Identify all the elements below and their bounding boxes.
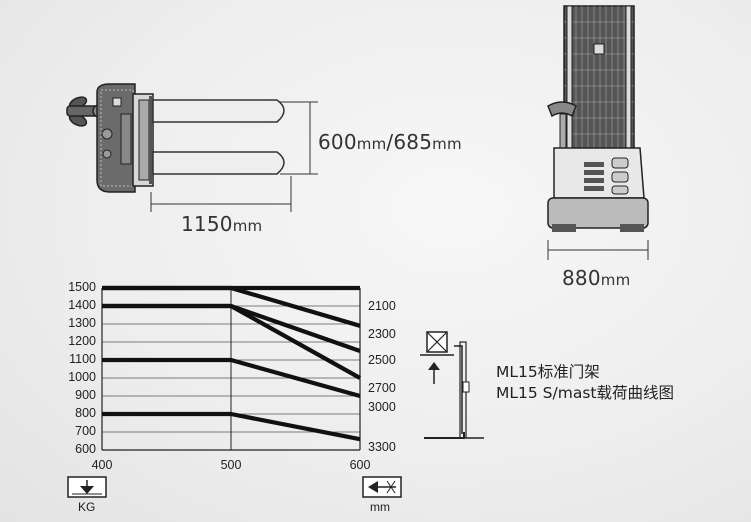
load-box-up-arrow-icon bbox=[420, 331, 484, 439]
y-tick-label: 600 bbox=[75, 442, 96, 456]
height-label: 2300 bbox=[368, 327, 396, 341]
series-line bbox=[102, 285, 361, 328]
x-tick-label: 600 bbox=[349, 458, 371, 472]
y-tick-label: 1500 bbox=[68, 280, 96, 294]
height-label: 2100 bbox=[368, 299, 396, 313]
series-line bbox=[102, 303, 362, 380]
weight-down-arrow-icon bbox=[67, 476, 107, 498]
load-chart bbox=[101, 285, 362, 451]
x-tick-label: 500 bbox=[220, 458, 242, 472]
height-label: 3300 bbox=[368, 440, 396, 454]
y-tick-label: 1400 bbox=[68, 298, 96, 312]
y-tick-label: 1100 bbox=[69, 352, 96, 366]
series-line bbox=[102, 411, 361, 442]
length-dimension-label: 1150mm bbox=[181, 212, 263, 236]
y-tick-label: 800 bbox=[75, 406, 96, 420]
chart-caption: ML15标准门架 ML15 S/mast载荷曲线图 bbox=[496, 362, 674, 404]
caption-line-2: ML15 S/mast载荷曲线图 bbox=[496, 384, 674, 402]
front-view-diagram bbox=[547, 5, 649, 260]
y-tick-label: 1200 bbox=[68, 334, 96, 348]
x-tick-label: 400 bbox=[91, 458, 113, 472]
y-tick-label: 1300 bbox=[68, 316, 96, 330]
distance-left-arrow-icon bbox=[362, 476, 402, 498]
unit-left-label: KG bbox=[78, 500, 96, 514]
caption-line-1: ML15标准门架 bbox=[496, 363, 600, 381]
top-view-diagram bbox=[66, 83, 305, 212]
unit-right-label: mm bbox=[370, 500, 390, 514]
chart-series bbox=[102, 285, 362, 442]
width-dimension-line bbox=[302, 101, 318, 175]
y-tick-label: 1000 bbox=[68, 370, 96, 384]
width-dimension-label: 600mm/685mm bbox=[318, 130, 462, 154]
height-label: 2500 bbox=[368, 353, 396, 367]
front-width-dimension-label: 880mm bbox=[562, 266, 631, 290]
y-tick-label: 700 bbox=[75, 424, 96, 438]
series-line bbox=[102, 357, 361, 399]
height-label: 2700 bbox=[368, 381, 396, 395]
height-label: 3000 bbox=[368, 400, 396, 414]
y-tick-label: 900 bbox=[75, 388, 96, 402]
